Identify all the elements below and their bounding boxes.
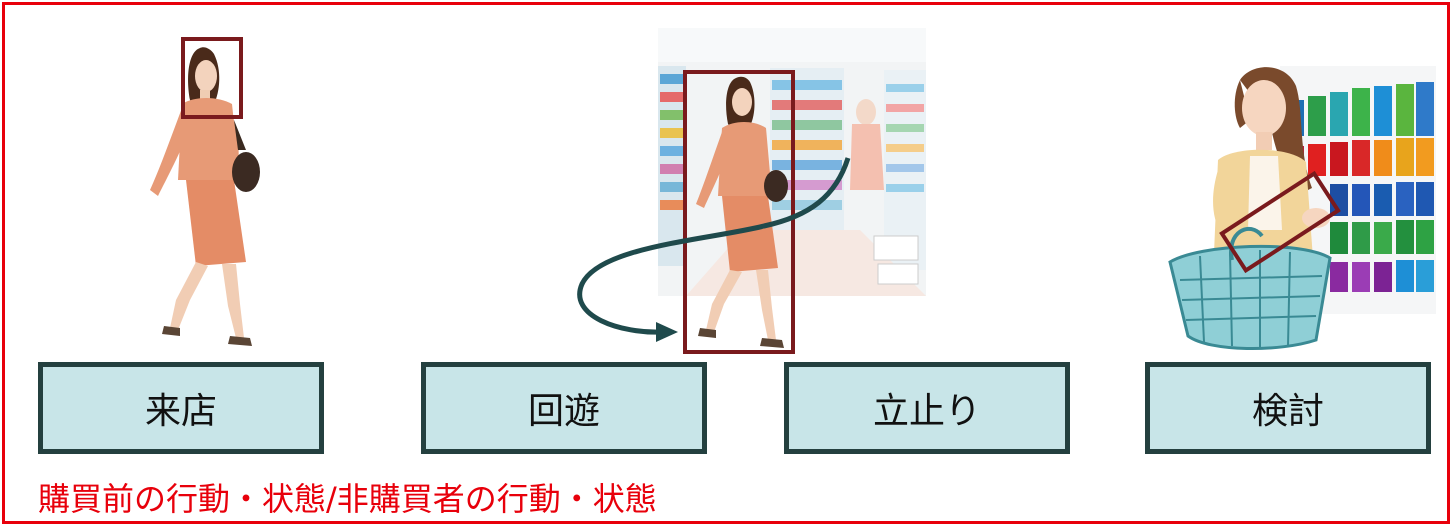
diagram-caption: 購買前の行動・状態/非購買者の行動・状態 [38, 480, 657, 518]
shopping-basket-icon [1168, 226, 1332, 350]
stage-box-visit: 来店 [38, 362, 324, 454]
stage-box-wander: 回遊 [421, 362, 707, 454]
hand-detection-box [1219, 170, 1341, 274]
stage-label-visit: 来店 [144, 391, 217, 432]
face-detection-box [181, 37, 243, 119]
stage-label-consider: 検討 [1251, 391, 1324, 432]
arrowhead-icon [656, 322, 678, 342]
stage-label-stop: 立止り [872, 391, 981, 432]
stage-label-wander: 回遊 [527, 391, 600, 432]
woman-walking-figure [150, 47, 260, 346]
body-detection-box [683, 70, 795, 354]
stage-box-consider: 検討 [1145, 362, 1431, 454]
stage-box-stop: 立止り [784, 362, 1070, 454]
woman-walking-figure-aisle [696, 76, 788, 348]
wander-path-arrow [577, 157, 851, 335]
